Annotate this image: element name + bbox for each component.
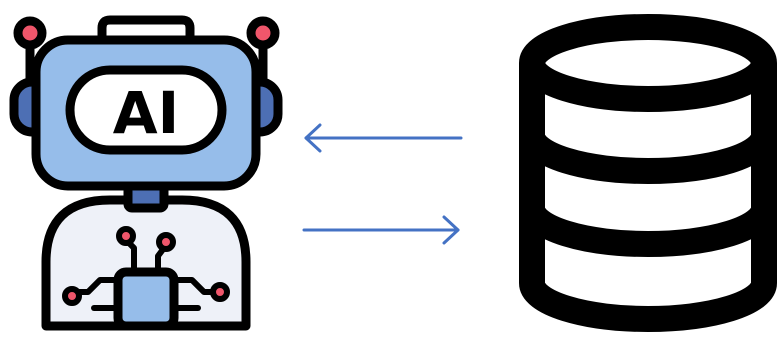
robot-torso [41, 195, 251, 331]
circuit-node [210, 282, 230, 302]
database-icon [519, 14, 777, 332]
ai-badge-label: AI [113, 79, 179, 147]
database-band-2 [519, 206, 777, 257]
head-top-handle [97, 15, 195, 45]
circuit-chip [113, 267, 179, 331]
circuit-node [156, 232, 176, 252]
left-antenna-ball [13, 16, 47, 50]
circuit-node [62, 286, 82, 306]
robot-ai-icon [9, 15, 283, 331]
database-cylinder-body [519, 63, 777, 332]
arrow-ai-to-database [302, 215, 460, 245]
robot-face-plate [65, 65, 227, 155]
circuit-node [116, 226, 136, 246]
arrow-database-to-ai [304, 123, 463, 153]
database-top [519, 14, 777, 112]
right-antenna-ball [246, 16, 280, 50]
database-band-1 [519, 133, 777, 184]
